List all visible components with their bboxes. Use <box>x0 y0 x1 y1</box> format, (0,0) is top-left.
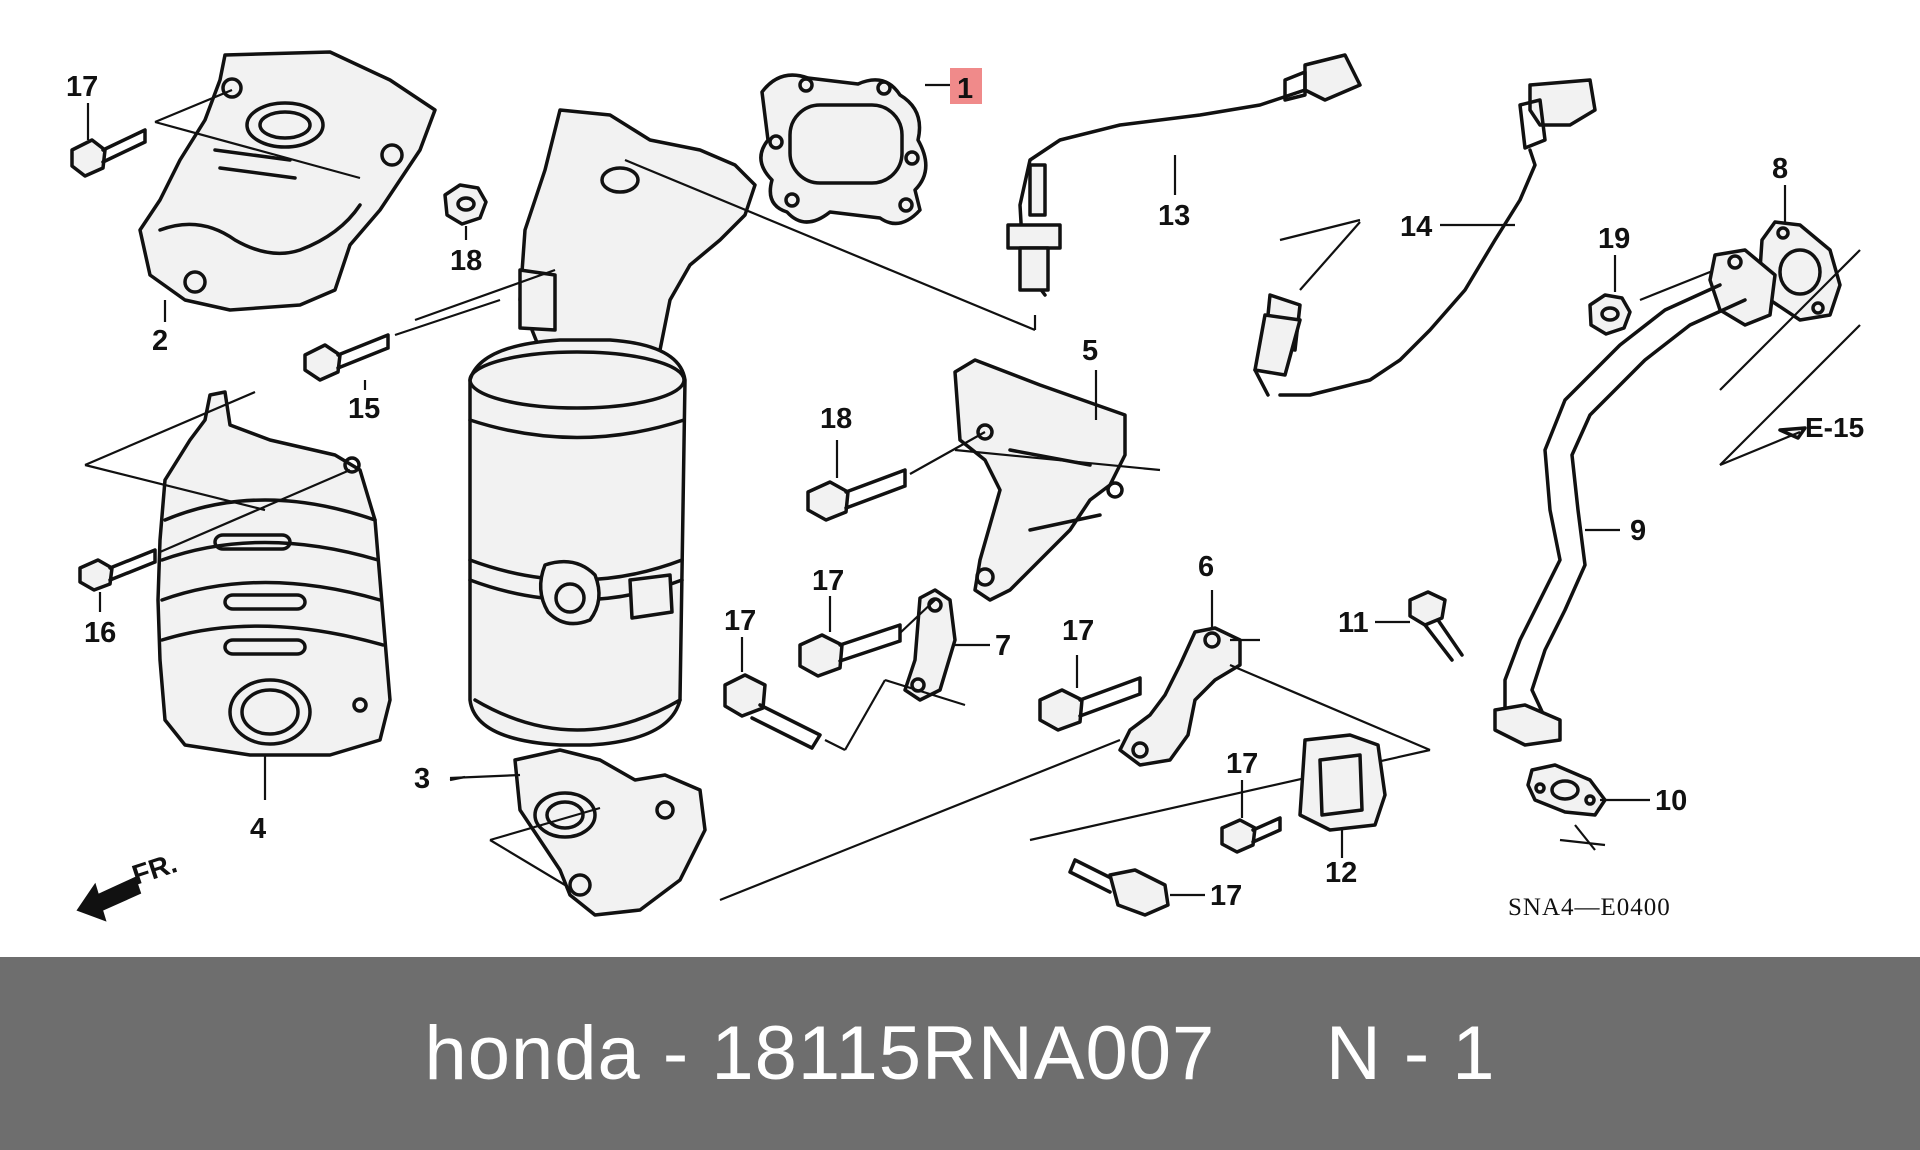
diagram-code: SNA4—E0400 <box>1508 894 1671 921</box>
callout-7: 7 <box>995 630 1011 662</box>
callout-10: 10 <box>1655 785 1687 817</box>
callout-1: 1 <box>957 73 973 105</box>
bolt-20-part[interactable] <box>70 128 147 178</box>
callout-15: 15 <box>348 393 380 425</box>
gasket-10-part[interactable] <box>1526 763 1607 817</box>
callout-4: 4 <box>250 813 266 845</box>
callout-3: 3 <box>414 763 430 795</box>
oxygen-sensor-upper-part[interactable] <box>1006 53 1362 297</box>
bolt-17d-part[interactable] <box>1068 858 1170 917</box>
callout-9: 9 <box>1630 515 1646 547</box>
callout-18-right: 19 <box>1598 223 1630 255</box>
bolt-19-part[interactable] <box>1220 816 1282 854</box>
gasket-8-part[interactable] <box>1758 220 1842 322</box>
callout-17c: 17 <box>1062 615 1094 647</box>
callout-14: 14 <box>1400 211 1432 243</box>
callout-12: 12 <box>1325 857 1357 889</box>
oxygen-sensor-lower-part[interactable] <box>1253 78 1597 397</box>
callout-6: 6 <box>1198 551 1214 583</box>
gasket-part[interactable] <box>759 73 928 226</box>
callout-17a: 17 <box>812 565 844 597</box>
bracket-6-part[interactable] <box>1118 626 1242 767</box>
callout-2: 2 <box>152 325 168 357</box>
callout-17d: 17 <box>1210 880 1242 912</box>
clip-12-part[interactable] <box>1298 733 1387 832</box>
bolt-16-part[interactable] <box>78 548 157 592</box>
bolt-17a-part[interactable] <box>798 623 902 678</box>
callout-8: 8 <box>1772 153 1788 185</box>
callout-19: 17 <box>1226 748 1258 780</box>
callout-20: 17 <box>66 71 98 103</box>
nut-18-right-part[interactable] <box>1588 293 1632 336</box>
callout-1-highlight <box>950 68 982 104</box>
bolt-15-part[interactable] <box>303 333 390 382</box>
bolt-11-part[interactable] <box>1408 590 1464 662</box>
callout-18-top: 18 <box>450 245 482 277</box>
part-caption: honda - 18115RNA007 N - 1 <box>424 1011 1496 1096</box>
lower-heat-shield-part[interactable] <box>156 390 392 757</box>
parts-diagram: 2 17 18 15 4 16 <box>66 50 1865 922</box>
bracket-5-part[interactable] <box>953 358 1127 602</box>
bolt-21-part[interactable] <box>806 468 907 522</box>
exploded-view-drawing: 2 17 18 15 4 16 <box>66 50 1864 922</box>
catalytic-converter-part[interactable] <box>468 108 757 917</box>
section-reference-e15: E-15 <box>1805 412 1864 443</box>
bolt-17c-part[interactable] <box>1038 676 1142 732</box>
front-indicator-label: FR. <box>128 847 180 890</box>
footer-bar: honda - 18115RNA007 N - 1 <box>0 957 1920 1150</box>
front-direction-arrow <box>76 876 142 922</box>
callout-21: 18 <box>820 403 852 435</box>
callout-17b: 17 <box>724 605 756 637</box>
callout-5: 5 <box>1082 335 1098 367</box>
nut-18-top-part[interactable] <box>443 183 488 226</box>
bracket-7-part[interactable] <box>903 588 957 702</box>
pipe-9-part[interactable] <box>1493 248 1777 747</box>
bolt-17b-part[interactable] <box>723 673 822 750</box>
upper-heat-shield-part[interactable] <box>138 50 437 312</box>
callout-11: 11 <box>1338 607 1369 639</box>
callout-16: 16 <box>84 617 116 649</box>
callout-13: 13 <box>1158 200 1190 232</box>
